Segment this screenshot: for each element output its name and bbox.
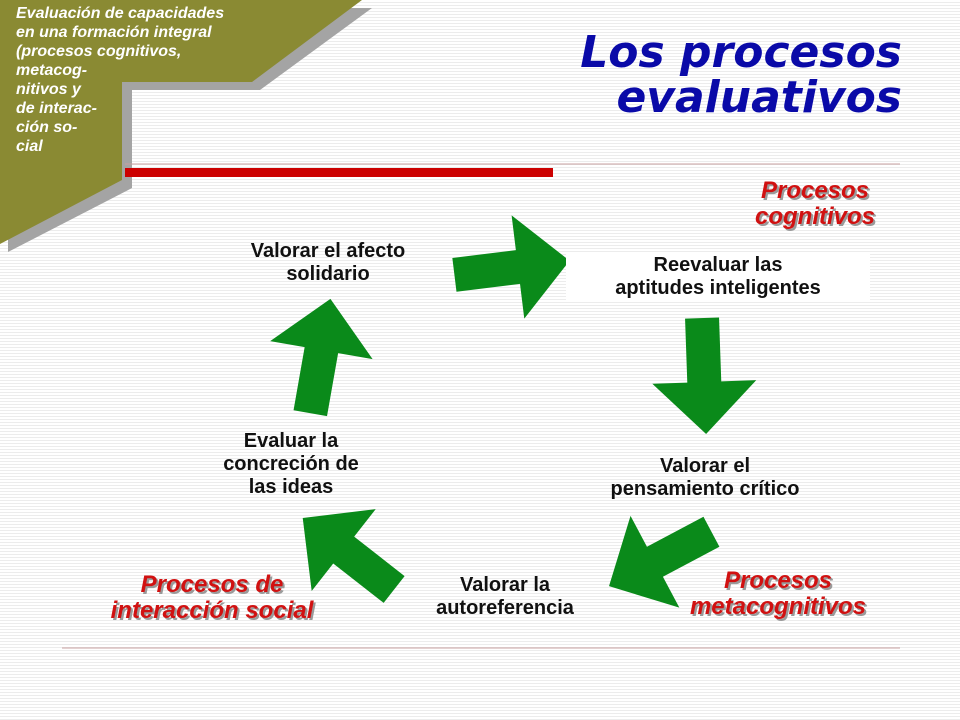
arrow-autoreferencia-to-concrecion <box>302 509 405 603</box>
arrow-concrecion-to-afecto <box>270 298 373 417</box>
category-procesos-cognitivos: Procesos cognitivos <box>754 177 875 230</box>
accent-bar <box>125 168 553 177</box>
arrow-aptitudes-to-pensamiento <box>652 317 757 434</box>
node-reevaluar-aptitudes: Reevaluar las aptitudes inteligentes <box>566 252 870 302</box>
corner-panel <box>0 0 362 244</box>
category-procesos-metacognitivos: Procesos metacognitivos <box>689 567 867 620</box>
corner-subtitle: Evaluación de capacidades en una formaci… <box>16 5 225 155</box>
node-evaluar-concrecion: Evaluar la concreción de las ideas <box>223 430 359 498</box>
arrow-pensamiento-to-autoreferencia <box>609 515 720 608</box>
page-title: Los procesos evaluativos <box>580 27 902 123</box>
node-valorar-autoreferencia: Valorar la autoreferencia <box>436 574 574 619</box>
arrow-afecto-to-aptitudes <box>452 215 570 319</box>
node-valorar-pensamiento: Valorar el pensamiento crítico <box>610 455 800 500</box>
node-valorar-afecto: Valorar el afecto solidario <box>250 240 406 285</box>
category-procesos-interaccion-social: Procesos de interacción social <box>110 571 314 624</box>
